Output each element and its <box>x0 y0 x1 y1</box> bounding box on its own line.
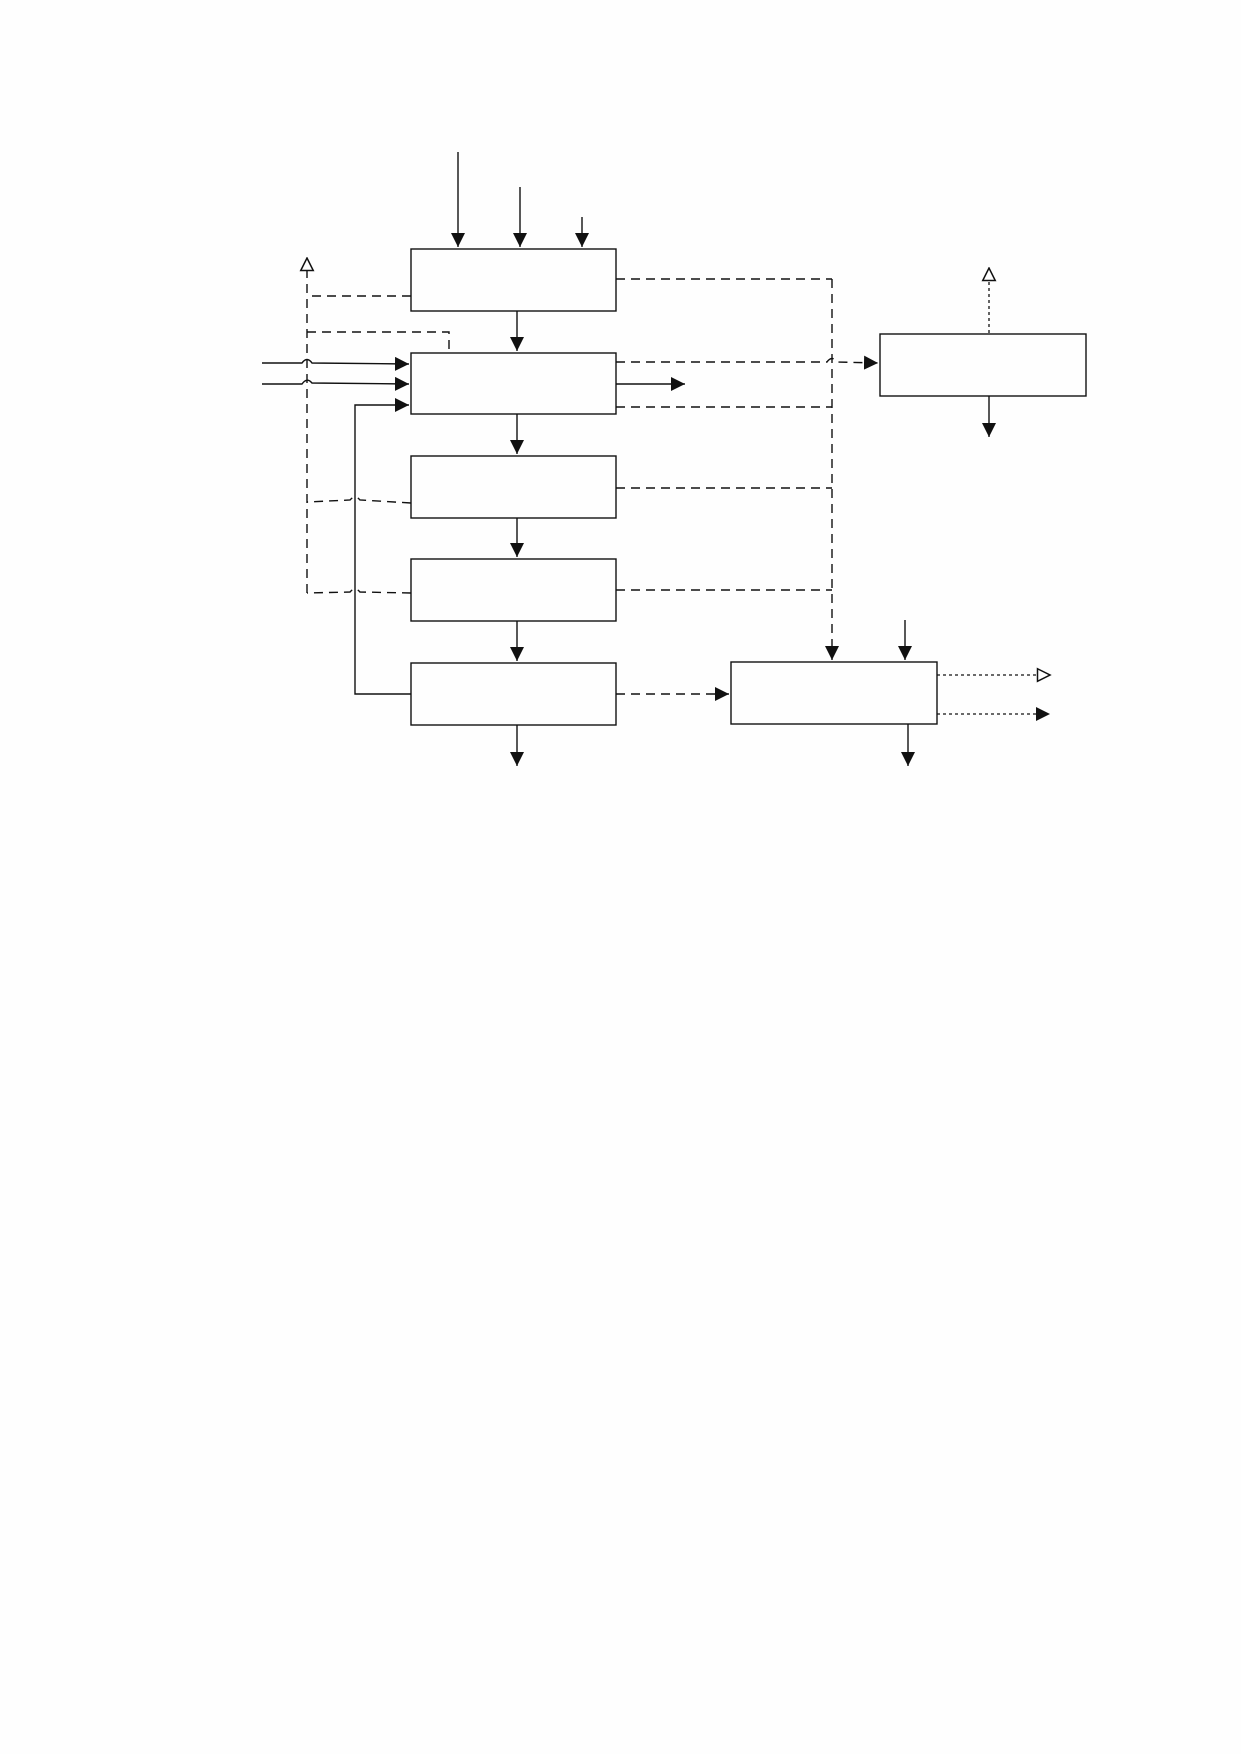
left-input-2 <box>262 376 410 391</box>
box-1 <box>410 248 617 312</box>
box-6 <box>730 661 938 725</box>
dashed-box-2-left <box>307 331 450 349</box>
dashed-box-4-left <box>306 588 412 594</box>
box-2 <box>410 352 617 415</box>
box-7 <box>879 333 1087 397</box>
left-input-1 <box>262 356 410 371</box>
box-3 <box>410 455 617 519</box>
box-4 <box>410 558 617 622</box>
dashed-box-3-left <box>306 496 412 504</box>
recycle-line <box>354 398 411 695</box>
dashed-box-2-to-box-7 <box>616 355 879 370</box>
box-5 <box>410 662 617 726</box>
